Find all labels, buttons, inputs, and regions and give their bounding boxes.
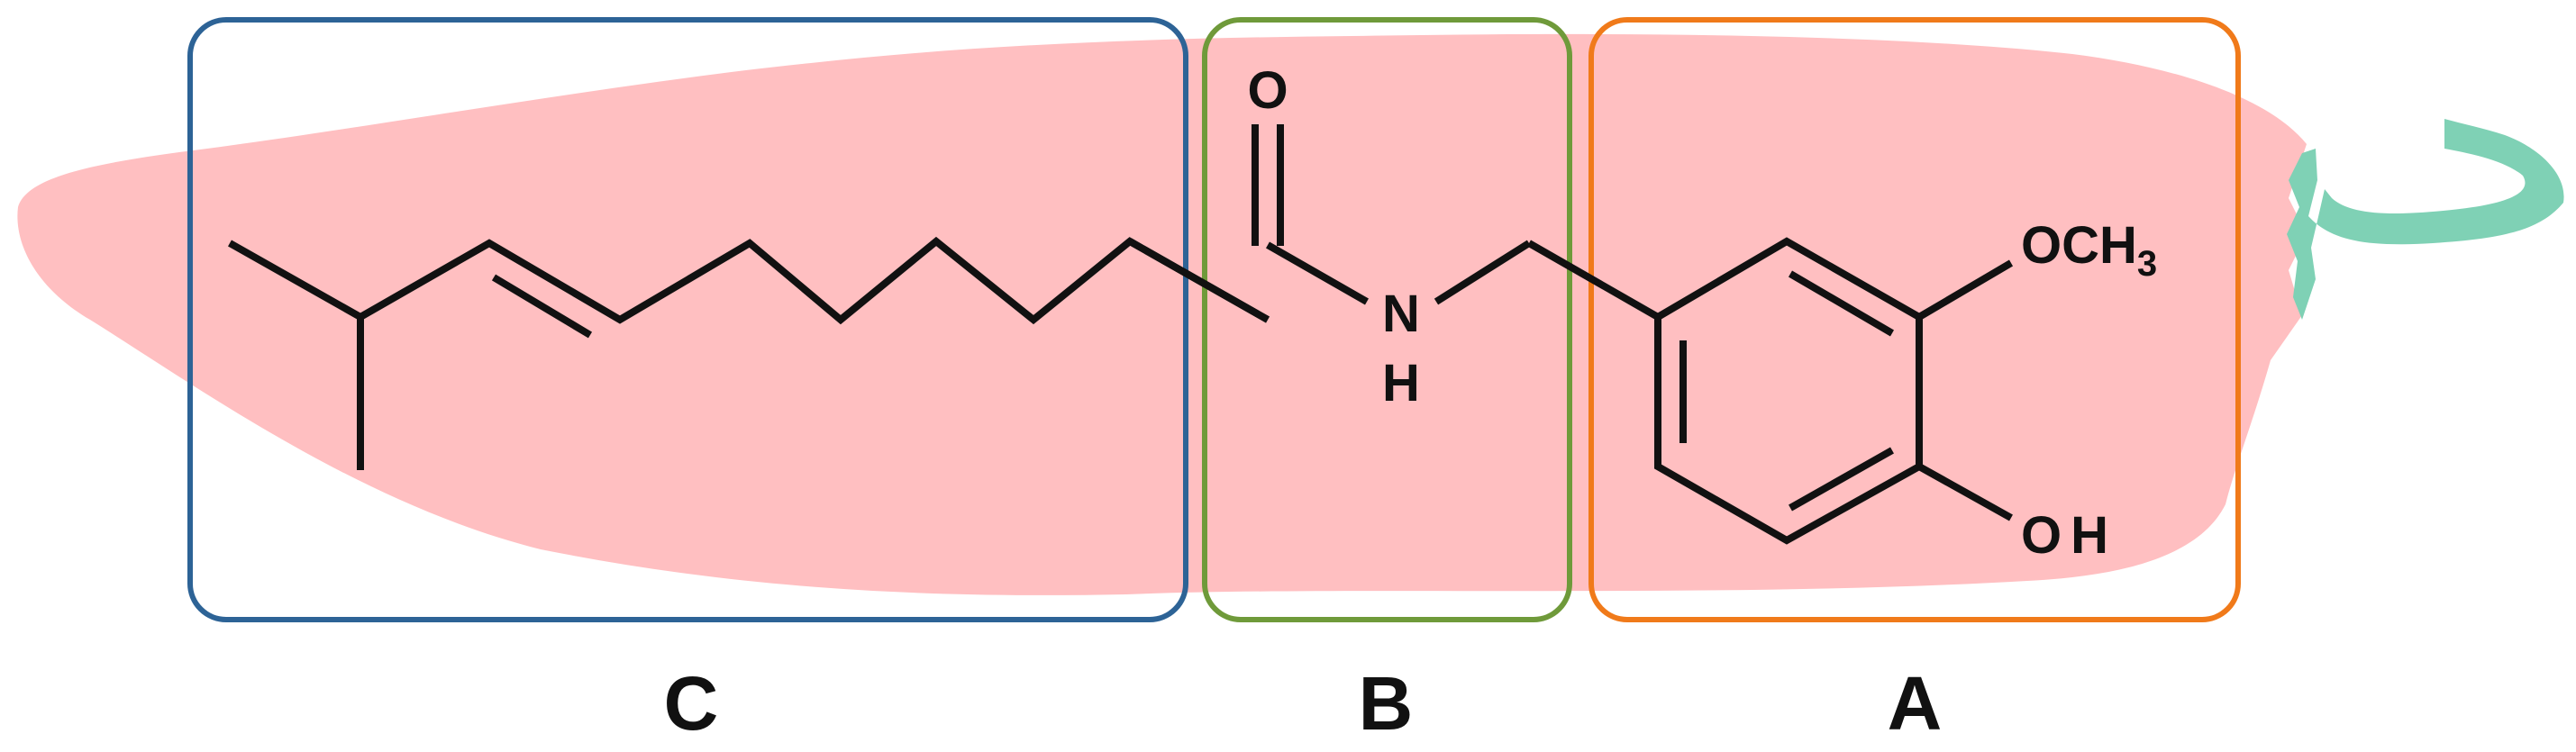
- methoxy-text: OCH: [2021, 216, 2137, 275]
- amide-hydrogen-label: H: [1382, 354, 1420, 412]
- pepper-stem-shape: [2287, 119, 2564, 320]
- carbonyl-oxygen-label: O: [1247, 61, 1288, 120]
- amide-nitrogen-label: N: [1382, 285, 1420, 343]
- aromatic-ring-bonds: [1654, 237, 2014, 545]
- pepper-body-shape: [17, 33, 2307, 595]
- region-c-box: [187, 17, 1188, 622]
- region-a-box: [1588, 17, 2241, 622]
- region-a-label: A: [1888, 661, 1943, 746]
- region-b-box: [1202, 17, 1572, 622]
- methoxy-group-label: OCH3: [2021, 216, 2157, 284]
- region-b-label: B: [1359, 661, 1414, 746]
- hydroxyl-group-label: OH: [2021, 506, 2117, 565]
- alkyl-chain-bonds: [228, 236, 1270, 470]
- amide-bonds: [1252, 124, 1660, 321]
- region-c-label: C: [664, 661, 719, 746]
- methoxy-subscript: 3: [2137, 244, 2157, 284]
- carbonyl-bonds: [1128, 238, 1270, 323]
